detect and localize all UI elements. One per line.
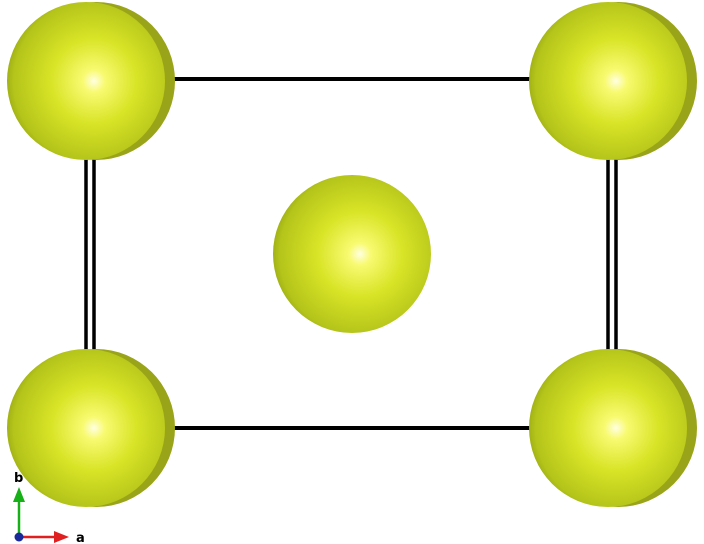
atom-corner-bottom-left (7, 349, 175, 507)
atom-corner-top-right (529, 2, 697, 160)
axis-a-arrowhead (54, 531, 69, 543)
atom-body-center (273, 175, 431, 333)
atom-corner-top-left (7, 2, 175, 160)
axis-a-label: a (76, 531, 85, 544)
atom-corner-bottom-right (529, 349, 697, 507)
axis-b-label: b (14, 471, 23, 486)
axis-c-origin (14, 532, 24, 542)
axis-b-arrowhead (13, 487, 25, 502)
axis-indicator: b a (13, 471, 85, 544)
